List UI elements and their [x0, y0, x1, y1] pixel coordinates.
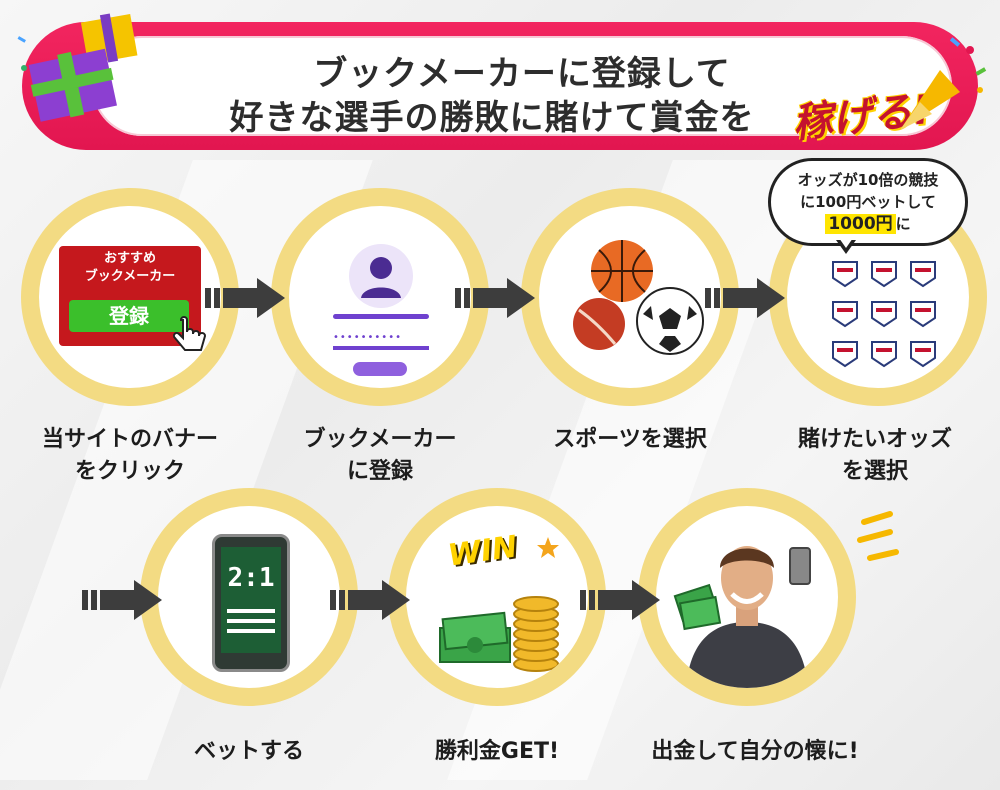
sparkle-icon [857, 511, 899, 561]
step-6-label: 勝利金GET! [367, 736, 627, 768]
register-button[interactable]: 登録 [69, 300, 189, 332]
cricket-ball-icon [573, 298, 625, 350]
step-7-label: 出金して自分の懐に! [620, 736, 890, 768]
step-1-label-line-2: をクリック [74, 459, 185, 484]
arrow-icon [580, 580, 660, 620]
step-5-label: ベットする [119, 736, 379, 768]
odds-callout: オッズが10倍の競技 に100円ベットして 1000円に [768, 158, 968, 246]
step-1-label-line-1: 当サイトのバナー [41, 427, 218, 452]
password-field[interactable]: •••••••••• [333, 332, 429, 350]
step-7-label-line-1: 出金して自分の懐に! [651, 739, 859, 764]
phone-line [227, 619, 275, 623]
step-4-label-line-1: 賭けたいオッズ [797, 427, 952, 452]
step-5-label-line-1: ベットする [193, 739, 304, 764]
step-6-label-line-1: 勝利金GET! [434, 739, 560, 764]
party-popper-icon [900, 37, 987, 130]
step-1-circle: おすすめ ブックメーカー 登録 [21, 188, 239, 406]
callout-highlight: 1000円 [825, 214, 896, 234]
callout-suffix: に [895, 215, 911, 233]
callout-line-1: オッズが10倍の競技 [797, 171, 939, 189]
win-text: WIN [445, 529, 520, 574]
step-3-label-line-1: スポーツを選択 [553, 427, 707, 452]
step-2-inner: •••••••••• [289, 206, 471, 388]
step-2-label: ブックメーカー に登録 [250, 424, 510, 488]
soccer-ball-icon [636, 287, 704, 355]
username-field[interactable] [333, 314, 429, 319]
step-3-inner [539, 206, 721, 388]
step-3-label: スポーツを選択 [500, 424, 760, 456]
pointer-hand-icon [172, 316, 207, 351]
phone-line [227, 629, 275, 633]
star-icon [537, 537, 559, 558]
coin-stack-icon [513, 596, 559, 672]
smartphone-icon: 2:1 [212, 534, 290, 672]
callout-tail-inner [839, 238, 853, 248]
arrow-icon [82, 580, 162, 620]
phone-odds: 2:1 [227, 563, 275, 593]
step-3-circle [521, 188, 739, 406]
phone-line [227, 609, 275, 613]
step-2-label-line-2: に登録 [346, 459, 413, 484]
step-5-circle: 2:1 [140, 488, 358, 706]
money-icon [439, 611, 511, 663]
gift-icon [17, 13, 138, 122]
header-line-1: ブックメーカーに登録して [313, 54, 731, 94]
basketball-icon [591, 240, 653, 302]
arrow-icon [705, 278, 785, 318]
arrow-icon [205, 278, 285, 318]
step-2-circle: •••••••••• [271, 188, 489, 406]
arrow-icon [455, 278, 535, 318]
team-badges-grid [832, 261, 936, 368]
phone-screen: 2:1 [221, 547, 281, 653]
arrow-icon [330, 580, 410, 620]
step-4-label: 賭けたいオッズ を選択 [750, 424, 1000, 488]
header-line-2: 好きな選手の勝敗に賭けて賞金を [229, 98, 755, 138]
step-4-label-line-2: を選択 [841, 459, 908, 484]
recommend-title-line-1: おすすめ [103, 251, 156, 266]
recommend-card[interactable]: おすすめ ブックメーカー 登録 [59, 246, 201, 346]
header-banner-inner: ブックメーカーに登録して 好きな選手の勝敗に賭けて賞金を [92, 36, 952, 138]
recommend-title-line-2: ブックメーカー [84, 269, 176, 284]
callout-line-2: に100円ベットして [800, 193, 936, 211]
step-7-circle [638, 488, 856, 706]
step-1-label: 当サイトのバナー をクリック [0, 424, 260, 488]
step-6-inner: WIN [406, 506, 588, 688]
step-5-inner: 2:1 [158, 506, 340, 688]
recommend-card-title: おすすめ ブックメーカー [59, 250, 201, 286]
header-banner: ブックメーカーに登録して 好きな選手の勝敗に賭けて賞金を [22, 22, 978, 150]
step-6-circle: WIN [388, 488, 606, 706]
step-2-label-line-1: ブックメーカー [303, 427, 457, 452]
person-icon [673, 546, 811, 688]
step-7-inner [656, 506, 838, 688]
user-icon [349, 244, 413, 308]
submit-button[interactable] [353, 362, 407, 376]
step-1-inner: おすすめ ブックメーカー 登録 [39, 206, 221, 388]
